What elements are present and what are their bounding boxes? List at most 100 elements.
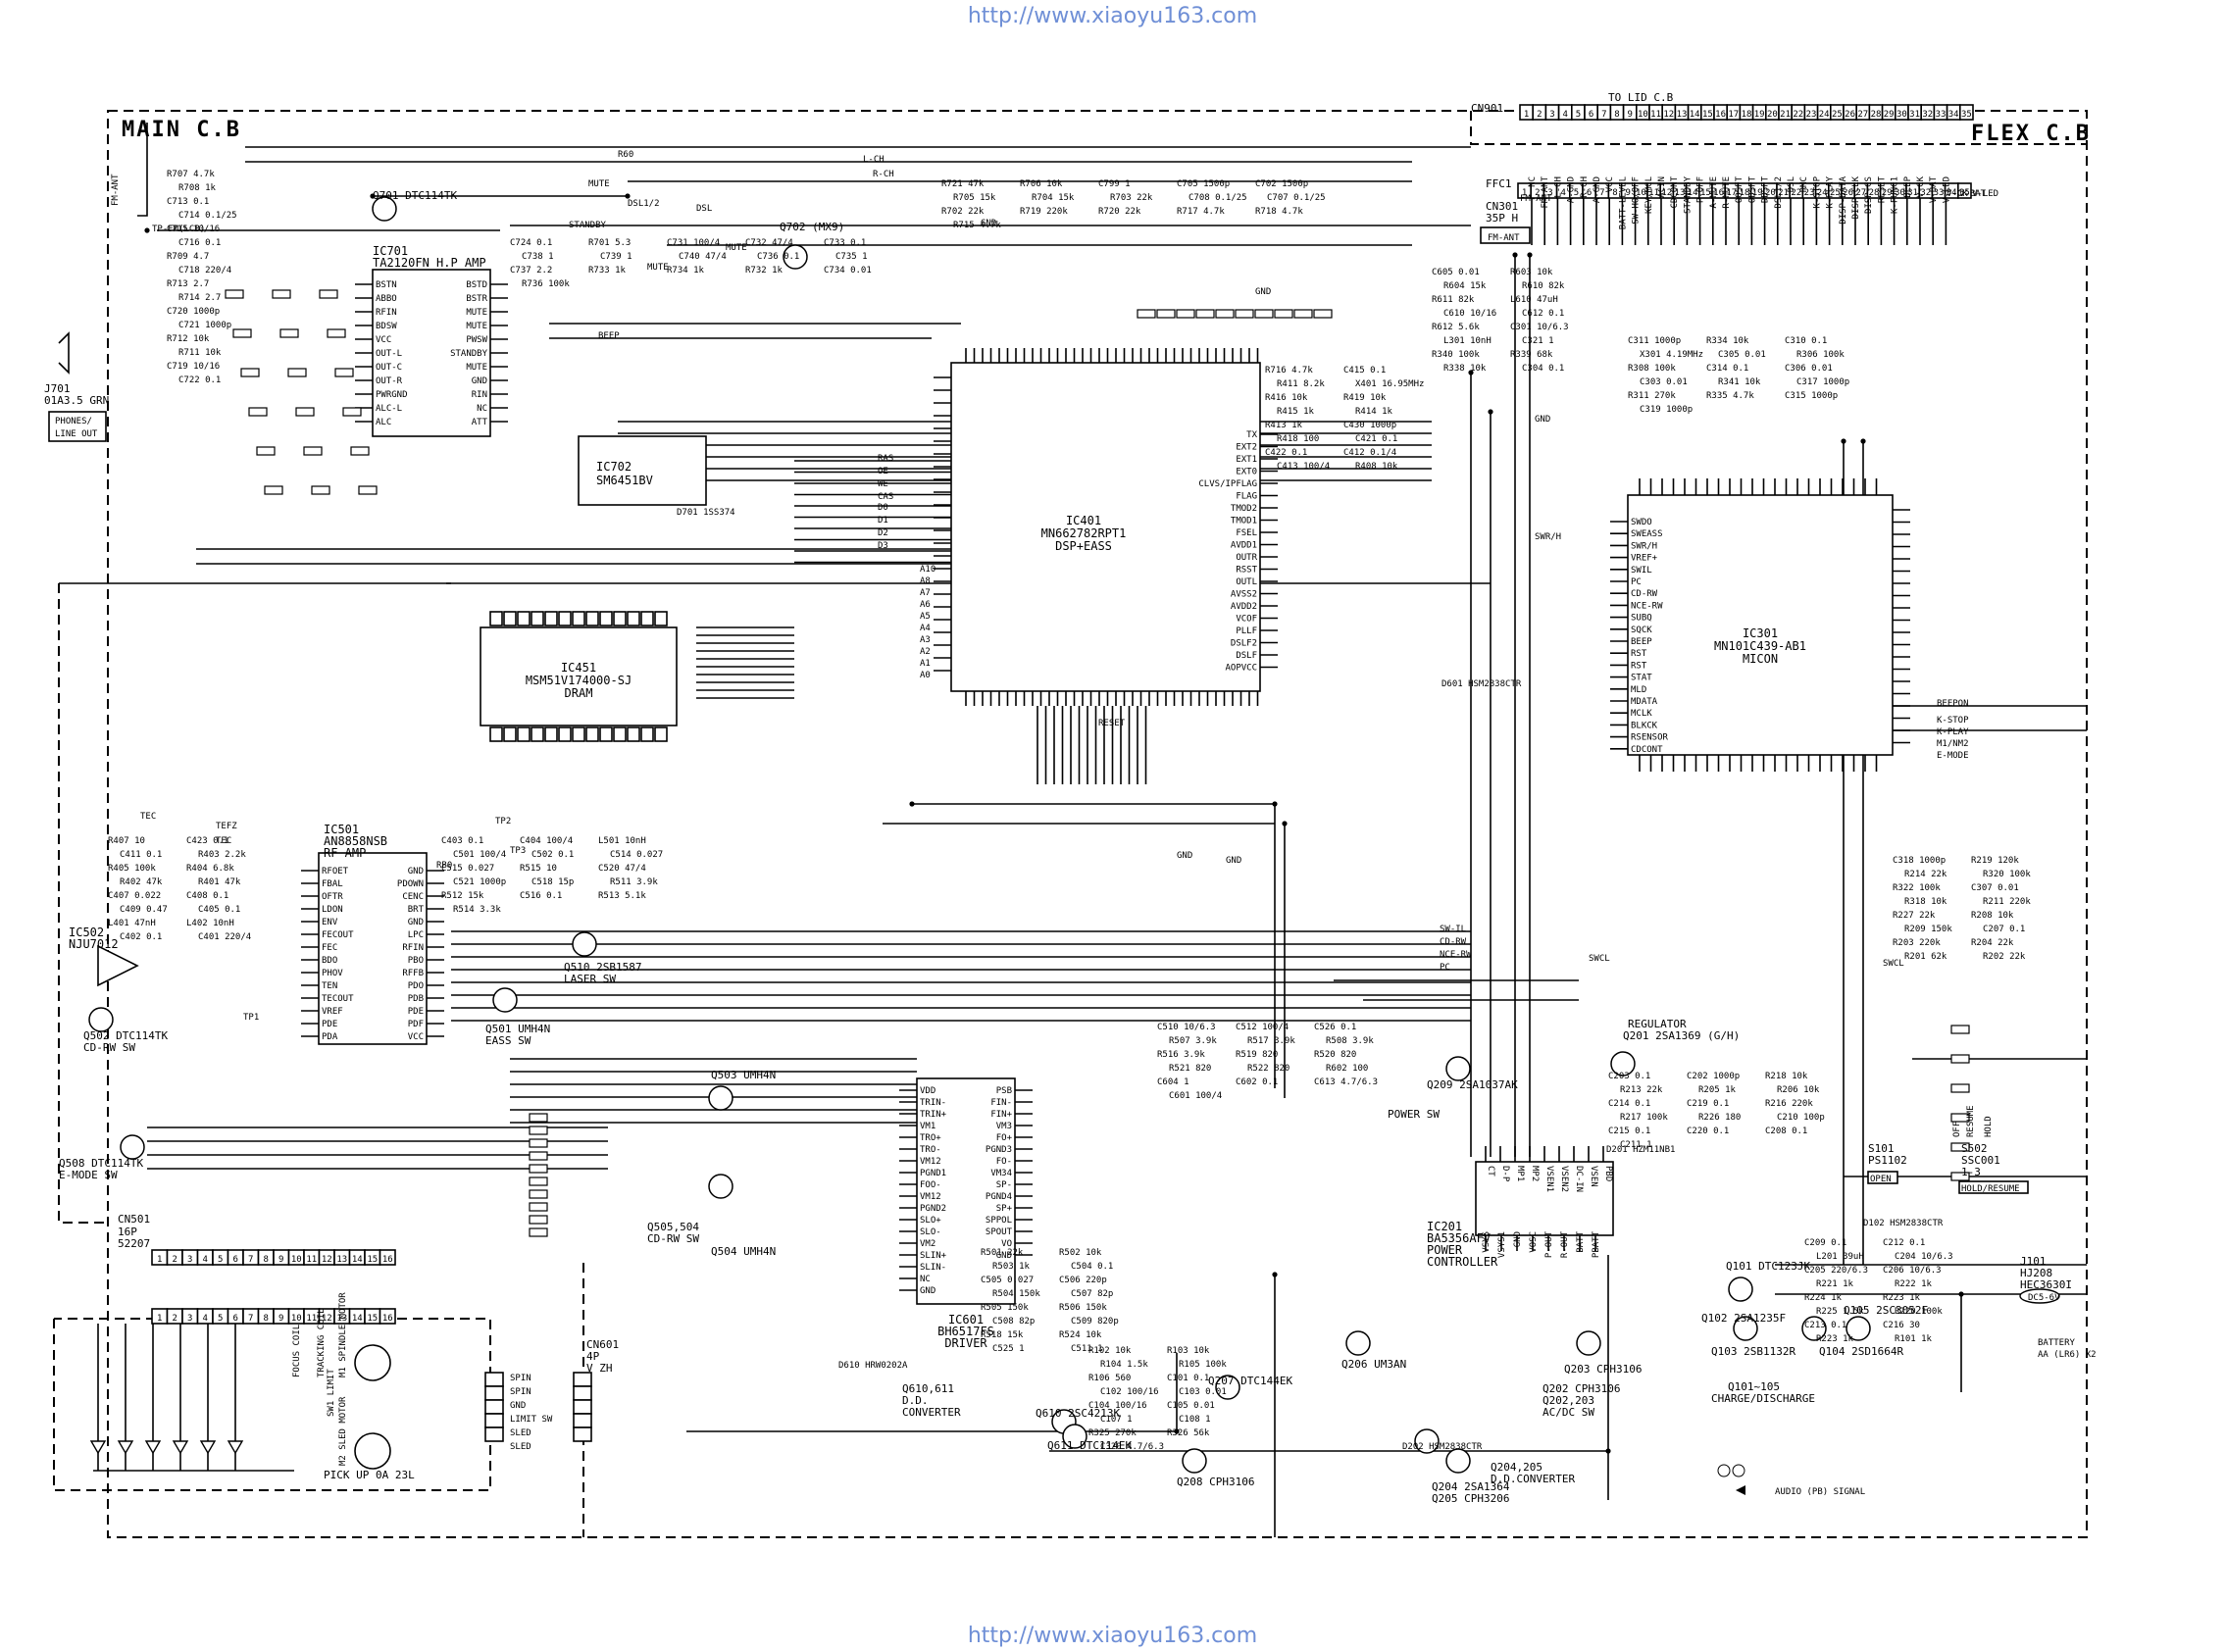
transistor-label: Q101~105 xyxy=(1728,1380,1780,1393)
ic601-pin: PGND2 xyxy=(920,1204,946,1214)
fm-ant-main: FM-ANT xyxy=(111,174,121,206)
transistor-label: Q101 DTC123JK xyxy=(1726,1260,1810,1273)
wire xyxy=(137,123,148,217)
ffc1-signal: RESET xyxy=(1877,175,1887,203)
transistor-label: Q501 UMH4N xyxy=(485,1023,550,1035)
ic501-pin: GND xyxy=(408,867,424,876)
off: OFF xyxy=(1952,1122,1962,1137)
passive-label: C702 1500p xyxy=(1255,179,1308,189)
passive-label: R325 270k xyxy=(1088,1428,1137,1438)
ic601-pin: TRIN+ xyxy=(920,1110,947,1120)
ic301-body xyxy=(1627,494,1894,756)
ic451-pin xyxy=(531,611,544,626)
ffc1-signal: FM-ANT xyxy=(1541,175,1550,208)
ic201-pin: GND xyxy=(1513,1231,1523,1247)
passive-label: R334 10k xyxy=(1706,336,1749,346)
hold-resume-box xyxy=(1958,1180,2029,1194)
passive-label: C512 100/4 xyxy=(1236,1023,1289,1032)
ffc1-pin-number: 18 xyxy=(1740,188,1750,198)
junction-dot xyxy=(1527,252,1533,258)
ic451-pin xyxy=(517,611,531,626)
passive-label: C604 1 xyxy=(1157,1077,1189,1087)
ffc1-pin-number: 12 xyxy=(1661,188,1672,198)
ic601-pin: FO- xyxy=(996,1157,1012,1167)
ffc1-pin-number: 35 xyxy=(1959,188,1970,198)
passive-label: C737 2.2 xyxy=(510,266,552,275)
s502-label: S502 xyxy=(1961,1142,1988,1155)
resistor xyxy=(232,328,252,338)
ffc1-signal: KEY/MCL xyxy=(1644,176,1654,214)
passive-label: R407 10 xyxy=(108,836,145,846)
ic501-pin: PDE xyxy=(408,1007,424,1017)
transistor-label: Q209 2SA1037AK xyxy=(1427,1078,1518,1091)
lineout-label: LINE OUT xyxy=(55,429,98,439)
passive-label: R732 1k xyxy=(745,266,784,275)
q102-symbol xyxy=(1733,1316,1758,1341)
pickup-sled2: SLED xyxy=(510,1442,531,1452)
transistor-label: Q505,504 xyxy=(647,1221,699,1233)
cn901-pin-number: 14 xyxy=(1690,110,1700,120)
q502-symbol xyxy=(88,1007,114,1032)
net-label: R-CH xyxy=(873,170,894,179)
ffc1-signal: SW-HO/OFF xyxy=(1632,176,1642,225)
ic701-pin: BSTN xyxy=(376,280,397,290)
passive-label: R603 10k xyxy=(1510,268,1553,277)
ic301-pin: NCE-RW xyxy=(1631,601,1663,611)
passive-label: C306 0.01 xyxy=(1785,364,1833,374)
passive-label: R338 10k xyxy=(1443,364,1487,374)
ic401-body xyxy=(950,362,1261,692)
passive-label: R612 5.6k xyxy=(1432,323,1480,332)
phones-label: PHONES/ xyxy=(55,417,92,426)
passive-label: C321 1 xyxy=(1522,336,1554,346)
net-label: TP3 xyxy=(510,846,526,856)
passive-label: R408 10k xyxy=(1355,462,1398,472)
ic502-ref: IC502 xyxy=(69,926,104,939)
cn501-sub: 16P xyxy=(118,1226,137,1238)
ic601-pin: VM1 xyxy=(920,1122,936,1131)
ic451-pin xyxy=(585,611,599,626)
main-board-outline xyxy=(107,110,2088,1538)
cn501-pin-number: 8 xyxy=(264,1255,269,1265)
ic401-ref: IC401 xyxy=(1066,514,1101,527)
passive-label: R226 180 xyxy=(1698,1113,1741,1123)
cn901-pin-number: 33 xyxy=(1936,110,1947,120)
resistor xyxy=(1254,309,1274,319)
q702-symbol xyxy=(783,244,808,270)
net-label: DSL xyxy=(696,204,712,214)
passive-label: R703 22k xyxy=(1110,193,1153,203)
transistor-label: Q104 2SD1664R xyxy=(1819,1345,1903,1358)
resistor xyxy=(1274,309,1293,319)
passive-label: C105 0.01 xyxy=(1167,1401,1215,1411)
ffc1-pin-number: 20 xyxy=(1765,188,1776,198)
ic501-pin: FECOUT xyxy=(322,930,354,940)
ic701-pin: MUTE xyxy=(466,363,487,373)
cn501b-pin-number: 6 xyxy=(233,1314,238,1324)
transistor-label: Q103 2SB1132R xyxy=(1711,1345,1795,1358)
ic301-pin: BEEP xyxy=(1631,637,1652,647)
ic501-pin: RFIN xyxy=(402,943,424,953)
passive-label: C219 0.1 xyxy=(1687,1099,1729,1109)
ffc1-signal: RMC xyxy=(1799,176,1809,192)
cn501b-pin-number: 2 xyxy=(173,1314,177,1324)
ic451-pin xyxy=(489,611,503,626)
resistor xyxy=(1950,1083,1970,1093)
passive-label: C216 30 xyxy=(1883,1321,1920,1330)
passive-label: R209 150k xyxy=(1904,925,1952,934)
resistor xyxy=(327,328,346,338)
resistor xyxy=(264,485,283,495)
pickup-sw1: SW1 LIMIT xyxy=(327,1369,336,1417)
ic401-pin: EXT0 xyxy=(1236,468,1257,477)
ic201-sub2: CONTROLLER xyxy=(1427,1255,1498,1269)
ic451-pin xyxy=(654,726,668,742)
ffc1-pin-number: 28 xyxy=(1869,188,1880,198)
net-label: V-BAT xyxy=(1959,189,1987,199)
ic601-pin: PSB xyxy=(996,1086,1012,1096)
ffc1-pin-number: 15 xyxy=(1700,188,1711,198)
passive-label: L402 10nH xyxy=(186,919,234,928)
ic401-pin: TX xyxy=(1246,430,1257,440)
resistor xyxy=(1950,1054,1970,1064)
ffc1-pin-number: 2 xyxy=(1535,188,1540,198)
ffc1-pin-number: 13 xyxy=(1675,188,1686,198)
net-label: GND xyxy=(1177,851,1192,861)
